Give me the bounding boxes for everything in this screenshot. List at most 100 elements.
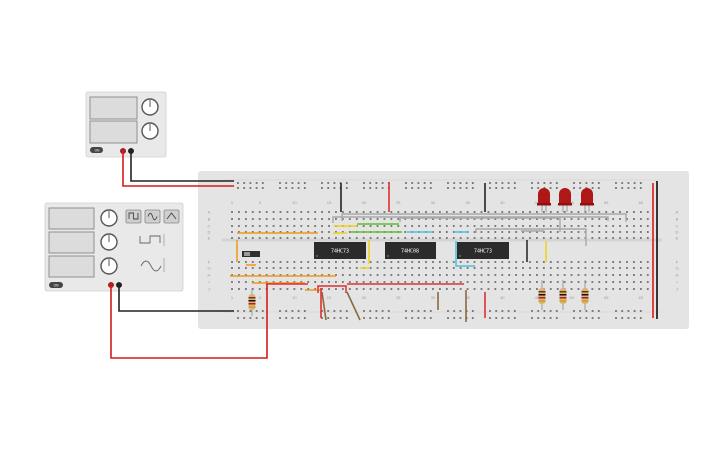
breadboard-hole[interactable]: [432, 261, 434, 263]
breadboard-hole[interactable]: [633, 237, 635, 239]
breadboard-hole[interactable]: [258, 261, 261, 263]
breadboard-hole[interactable]: [453, 317, 456, 319]
breadboard-hole[interactable]: [556, 261, 559, 263]
breadboard-hole[interactable]: [627, 187, 630, 189]
breadboard-hole[interactable]: [501, 218, 504, 220]
breadboard-hole[interactable]: [279, 261, 282, 263]
breadboard-hole[interactable]: [452, 261, 455, 263]
breadboard-hole[interactable]: [429, 310, 432, 312]
breadboard-hole[interactable]: [279, 310, 281, 312]
breadboard-hole[interactable]: [411, 218, 414, 220]
breadboard-hole[interactable]: [307, 225, 310, 227]
breadboard-hole[interactable]: [515, 261, 518, 263]
breadboard-hole[interactable]: [494, 231, 497, 233]
breadboard-hole[interactable]: [341, 211, 344, 213]
chip-74hc73-right[interactable]: 74HC73: [457, 242, 509, 259]
breadboard-hole[interactable]: [597, 310, 600, 312]
breadboard-hole[interactable]: [549, 225, 552, 227]
breadboard-hole[interactable]: [626, 288, 628, 290]
breadboard-hole[interactable]: [390, 288, 393, 290]
breadboard-hole[interactable]: [244, 211, 247, 213]
breadboard-hole[interactable]: [494, 274, 497, 276]
breadboard-hole[interactable]: [381, 310, 384, 312]
breadboard-hole[interactable]: [646, 288, 649, 290]
breadboard-hole[interactable]: [272, 261, 275, 263]
breadboard-hole[interactable]: [471, 182, 474, 184]
breadboard-hole[interactable]: [321, 237, 323, 239]
breadboard-hole[interactable]: [459, 187, 462, 189]
breadboard-hole[interactable]: [466, 225, 469, 227]
breadboard-hole[interactable]: [529, 231, 531, 233]
breadboard-hole[interactable]: [355, 281, 358, 283]
breadboard-hole[interactable]: [549, 261, 552, 263]
breadboard-hole[interactable]: [473, 261, 476, 263]
brown-wire-1[interactable]: [321, 291, 327, 321]
breadboard-hole[interactable]: [577, 261, 580, 263]
breadboard-hole[interactable]: [543, 317, 546, 319]
breadboard-hole[interactable]: [522, 211, 524, 213]
breadboard-hole[interactable]: [363, 317, 365, 319]
breadboard-hole[interactable]: [362, 274, 365, 276]
breadboard-hole[interactable]: [362, 218, 365, 220]
breadboard-hole[interactable]: [321, 267, 323, 269]
breadboard-hole[interactable]: [291, 310, 294, 312]
breadboard-hole[interactable]: [238, 274, 240, 276]
breadboard-hole[interactable]: [508, 231, 511, 233]
breadboard-hole[interactable]: [243, 310, 246, 312]
breadboard-hole[interactable]: [244, 274, 247, 276]
breadboard-hole[interactable]: [286, 225, 289, 227]
breadboard-hole[interactable]: [297, 187, 300, 189]
breadboard-hole[interactable]: [501, 187, 504, 189]
breadboard-hole[interactable]: [243, 182, 246, 184]
breadboard-hole[interactable]: [328, 281, 330, 283]
breadboard-hole[interactable]: [404, 267, 407, 269]
breadboard-hole[interactable]: [621, 182, 624, 184]
breadboard-hole[interactable]: [522, 231, 524, 233]
breadboard-hole[interactable]: [291, 182, 294, 184]
breadboard-hole[interactable]: [549, 317, 552, 319]
breadboard-hole[interactable]: [439, 231, 441, 233]
breadboard-hole[interactable]: [555, 317, 558, 319]
breadboard-hole[interactable]: [529, 274, 531, 276]
breadboard-hole[interactable]: [251, 261, 254, 263]
breadboard-hole[interactable]: [404, 225, 407, 227]
breadboard-hole[interactable]: [376, 225, 379, 227]
breadboard-hole[interactable]: [619, 237, 621, 239]
breadboard-hole[interactable]: [542, 225, 545, 227]
breadboard-hole[interactable]: [251, 218, 254, 220]
breadboard-hole[interactable]: [605, 281, 608, 283]
breadboard-hole[interactable]: [633, 211, 635, 213]
breadboard-hole[interactable]: [522, 261, 524, 263]
breadboard-hole[interactable]: [549, 231, 552, 233]
breadboard-hole[interactable]: [445, 231, 448, 233]
breadboard-hole[interactable]: [314, 211, 317, 213]
breadboard-hole[interactable]: [244, 261, 247, 263]
breadboard-hole[interactable]: [487, 218, 490, 220]
breadboard-hole[interactable]: [591, 182, 594, 184]
breadboard-hole[interactable]: [598, 261, 601, 263]
breadboard-hole[interactable]: [529, 218, 531, 220]
breadboard-hole[interactable]: [345, 310, 348, 312]
breadboard-hole[interactable]: [542, 267, 545, 269]
ic-chips[interactable]: 74HC73 74HC08 74HC73: [314, 242, 509, 259]
breadboard-hole[interactable]: [549, 187, 552, 189]
breadboard-hole[interactable]: [543, 310, 546, 312]
breadboard-hole[interactable]: [536, 231, 538, 233]
breadboard-hole[interactable]: [327, 182, 330, 184]
breadboard-hole[interactable]: [265, 225, 268, 227]
breadboard-hole[interactable]: [279, 182, 281, 184]
breadboard-hole[interactable]: [383, 267, 386, 269]
breadboard-hole[interactable]: [404, 274, 407, 276]
breadboard-hole[interactable]: [376, 211, 379, 213]
breadboard-hole[interactable]: [411, 317, 414, 319]
breadboard-hole[interactable]: [411, 225, 414, 227]
breadboard-hole[interactable]: [487, 231, 490, 233]
breadboard-hole[interactable]: [570, 225, 573, 227]
breadboard-hole[interactable]: [417, 182, 420, 184]
breadboard-hole[interactable]: [405, 182, 407, 184]
breadboard-hole[interactable]: [272, 231, 275, 233]
breadboard-hole[interactable]: [536, 225, 538, 227]
breadboard-hole[interactable]: [238, 281, 240, 283]
breadboard-hole[interactable]: [297, 182, 300, 184]
resistor-2[interactable]: [559, 280, 567, 310]
